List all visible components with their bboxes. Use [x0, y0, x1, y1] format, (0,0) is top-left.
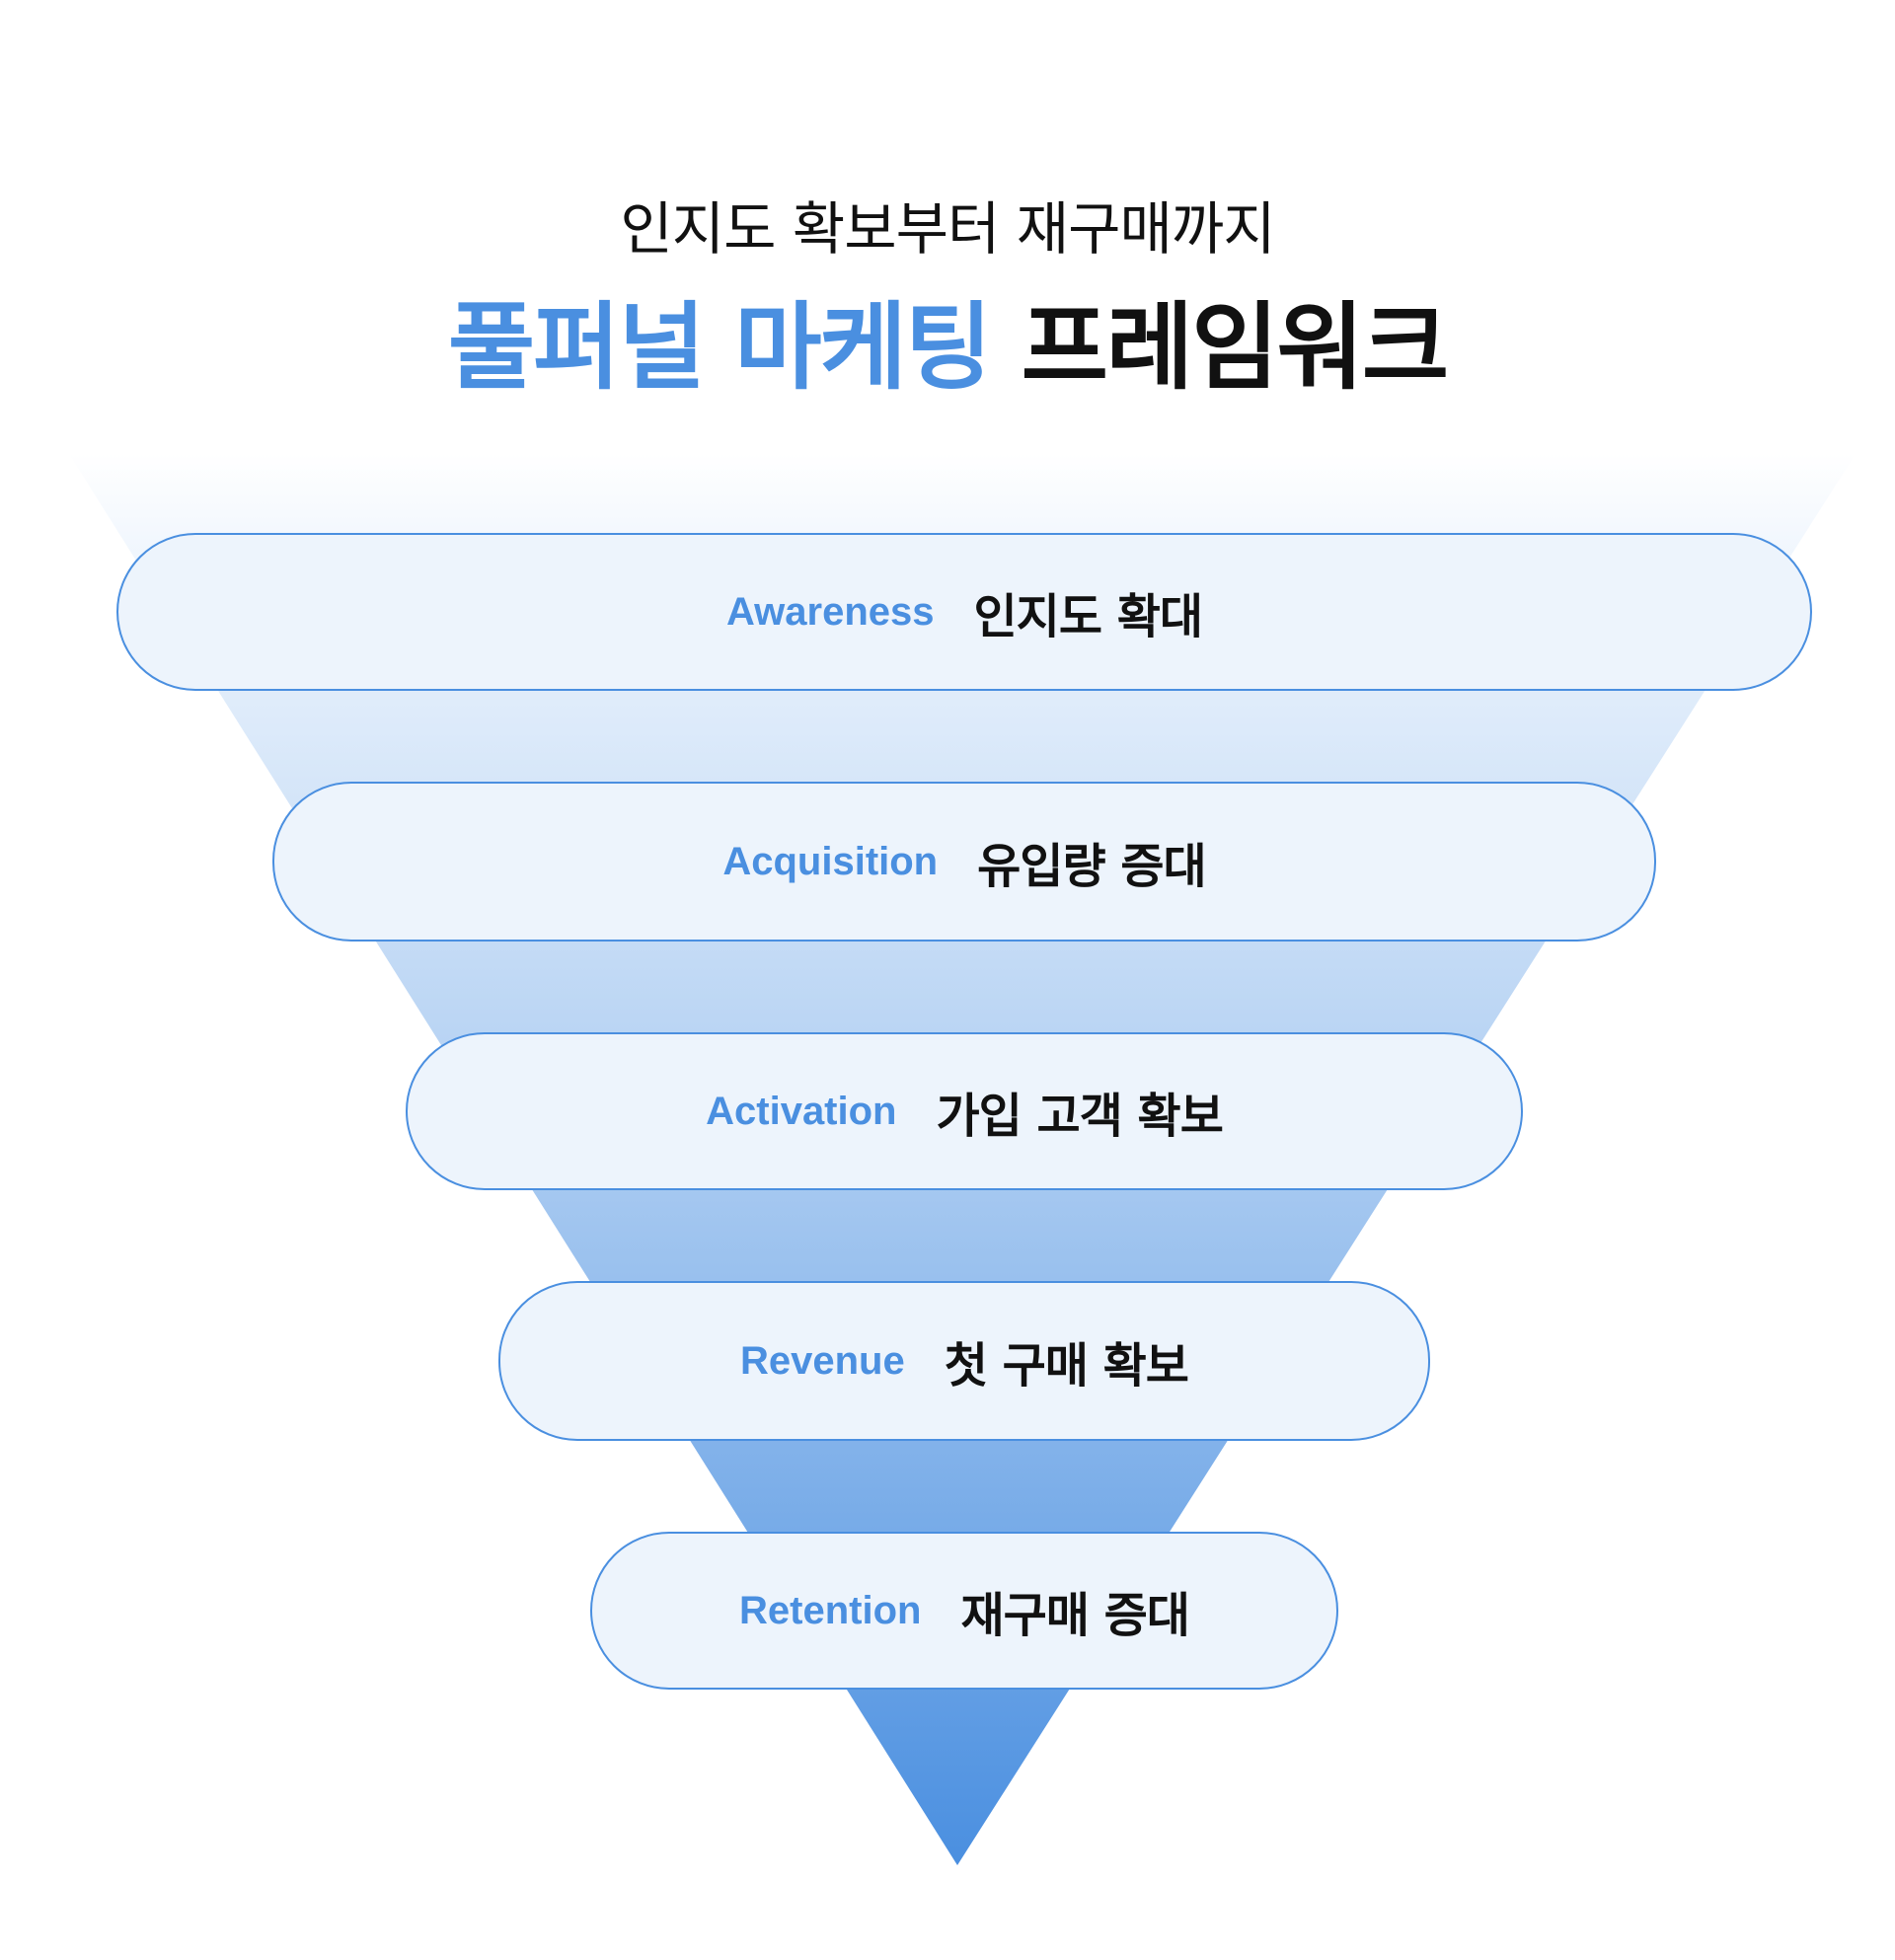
funnel-stage-revenue: Revenue 첫 구매 확보: [498, 1281, 1430, 1441]
stage-label-ko: 가입 고객 확보: [936, 1089, 1223, 1144]
funnel-stage-awareness: Awareness 인지도 확대: [116, 533, 1812, 691]
stage-label-ko: 인지도 확대: [973, 589, 1204, 644]
title-rest: 프레임워크: [1021, 292, 1450, 403]
stage-label-en: Awareness: [725, 589, 935, 634]
funnel-stage-acquisition: Acquisition 유입량 증대: [272, 782, 1656, 942]
subtitle: 인지도 확보부터 재구매까지: [620, 195, 1275, 263]
funnel-stage-retention: Retention 재구매 증대: [590, 1532, 1338, 1690]
stage-label-ko: 재구매 증대: [960, 1588, 1190, 1643]
stage-label-ko: 첫 구매 확보: [944, 1338, 1189, 1394]
stage-label-en: Revenue: [740, 1338, 905, 1383]
page-title: 풀퍼널 마케팅 프레임워크: [0, 288, 1895, 407]
stage-label-ko: 유입량 증대: [977, 839, 1207, 894]
stage-label-en: Retention: [739, 1588, 922, 1632]
title-accent: 풀퍼널 마케팅: [447, 292, 992, 403]
stage-label-en: Acquisition: [722, 839, 939, 883]
stage-label-en: Activation: [706, 1089, 897, 1133]
funnel-stage-activation: Activation 가입 고객 확보: [406, 1032, 1523, 1190]
